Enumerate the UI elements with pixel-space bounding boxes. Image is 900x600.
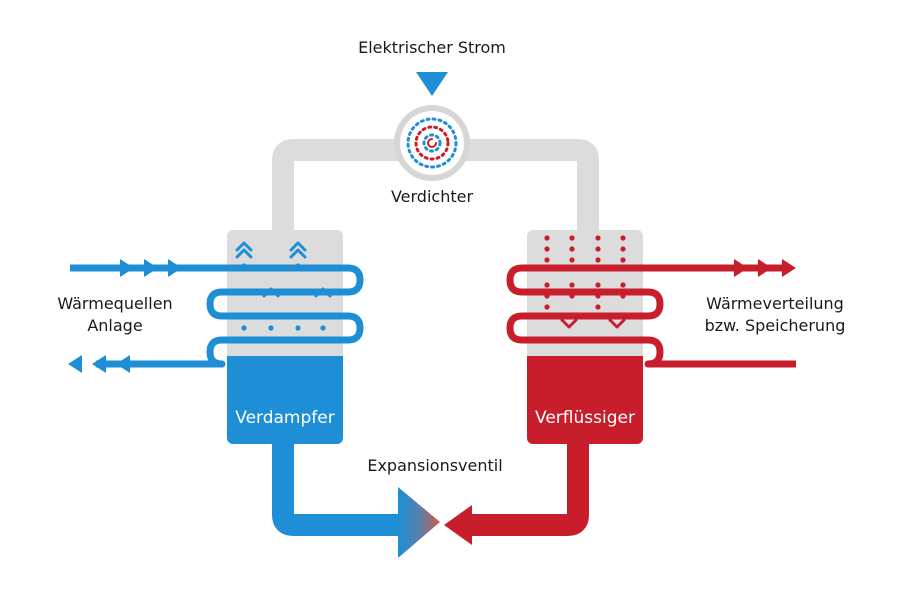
condenser-chevrons: [560, 318, 626, 329]
compressor-spiral: [406, 117, 458, 169]
condenser-label: Verflüssiger: [535, 408, 635, 428]
compressor: [394, 105, 470, 181]
hot-flow-arrowhead: [444, 505, 472, 545]
heat-distribution-label-line1: Wärmeverteilung: [706, 294, 844, 313]
expansion-valve-label: Expansionsventil: [367, 456, 503, 475]
heat-source-inflow-arrows: [120, 259, 182, 277]
heat-distribution-arrows: [734, 259, 796, 277]
power-input-icon: [416, 72, 448, 96]
condenser-unit: [527, 230, 643, 444]
refrigerant-pipe-cold: [272, 442, 404, 536]
heat-source-label-line1: Wärmequellen: [57, 294, 173, 313]
refrigerant-pipe-hot: [468, 442, 589, 536]
heat-source-label-line2: Anlage: [87, 316, 143, 335]
heat-distribution-label-line2: bzw. Speicherung: [704, 316, 846, 335]
power-label: Elektrischer Strom: [358, 38, 506, 57]
evaporator-unit: [227, 230, 343, 444]
evaporator-label: Verdampfer: [235, 408, 335, 428]
expansion-valve-icon: [398, 487, 440, 558]
heat-source-label: Wärmequellen Anlage: [40, 293, 190, 337]
heat-distribution-coil: [506, 264, 796, 368]
compressor-label: Verdichter: [390, 187, 474, 206]
heat-source-outflow-arrows: [68, 355, 130, 373]
heat-distribution-label: Wärmeverteilung bzw. Speicherung: [690, 293, 860, 337]
heat-source-coil: [70, 264, 364, 368]
